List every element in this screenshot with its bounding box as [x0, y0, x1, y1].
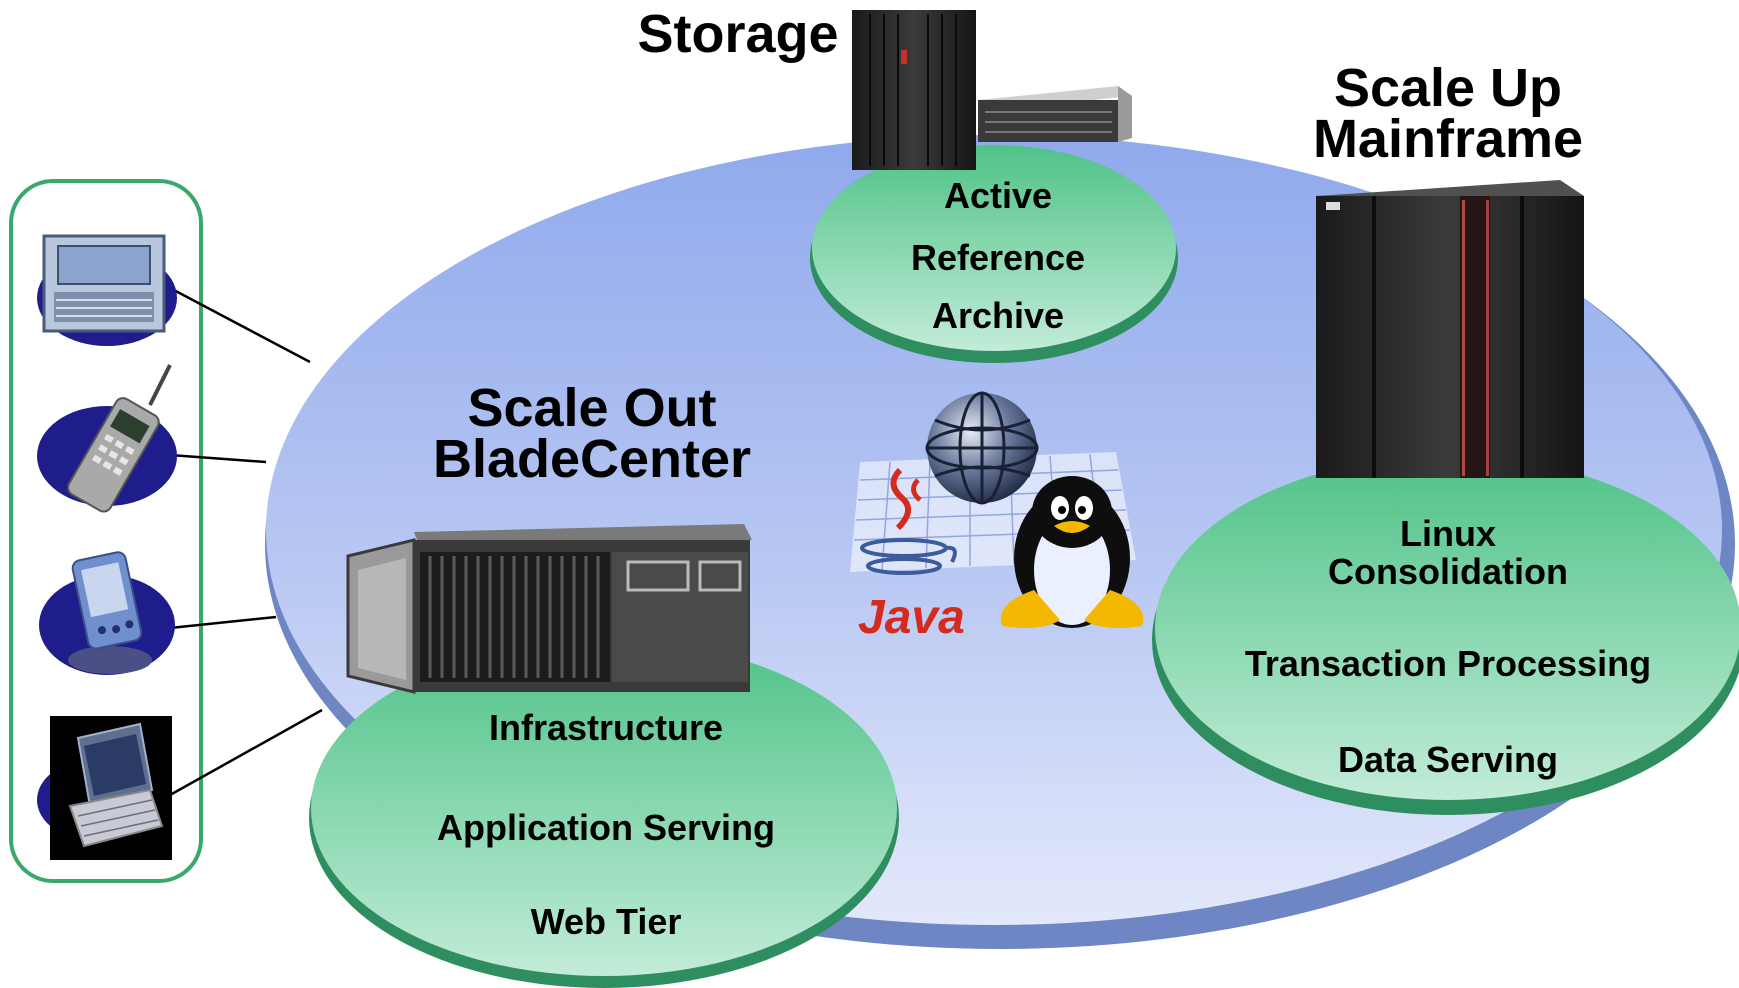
java-cup-icon: Java [858, 467, 965, 644]
scale-out-section: Scale Out BladeCenter Infrastructure App… [309, 378, 899, 988]
scale-out-item-web-tier: Web Tier [531, 901, 682, 942]
scale-up-item-linux: Linux [1400, 513, 1496, 554]
connector-line [169, 708, 323, 797]
notebook-icon[interactable] [37, 716, 172, 860]
scale-up-item-data-serving: Data Serving [1338, 739, 1558, 780]
scale-out-title-line2: BladeCenter [433, 429, 751, 489]
bladecenter-icon [346, 524, 752, 694]
storage-section: Storage Active Reference Archive [637, 4, 1178, 363]
java-wordmark: Java [858, 591, 965, 644]
storage-item-reference: Reference [911, 237, 1085, 278]
scale-out-title-line1: Scale Out [467, 378, 716, 438]
connector-line [169, 286, 311, 364]
laptop-icon[interactable] [37, 234, 177, 346]
scale-out-item-application-serving: Application Serving [437, 807, 775, 848]
globe-icon [925, 391, 1039, 505]
scale-up-section: Scale Up Mainframe Linux Consolidation T… [1152, 58, 1739, 815]
storage-tower-icon [852, 10, 976, 170]
tux-penguin-icon [1000, 476, 1144, 628]
storage-drawer-icon [978, 86, 1132, 142]
center-logos: Java [850, 391, 1144, 644]
client-devices-panel [9, 179, 323, 883]
pda-icon[interactable] [39, 551, 175, 675]
scale-up-title-line2: Mainframe [1313, 109, 1583, 169]
mobile-phone-icon[interactable] [37, 364, 177, 514]
storage-item-archive: Archive [932, 295, 1064, 336]
storage-item-active: Active [944, 175, 1052, 216]
scale-up-item-transaction-processing: Transaction Processing [1245, 643, 1651, 684]
connector-line [169, 615, 277, 630]
scale-out-item-infrastructure: Infrastructure [489, 707, 723, 748]
scale-up-title-line1: Scale Up [1334, 58, 1562, 118]
storage-title: Storage [637, 4, 838, 64]
mainframe-icon [1316, 180, 1584, 478]
scale-up-item-consolidation: Consolidation [1328, 551, 1568, 592]
connector-line [169, 453, 267, 464]
